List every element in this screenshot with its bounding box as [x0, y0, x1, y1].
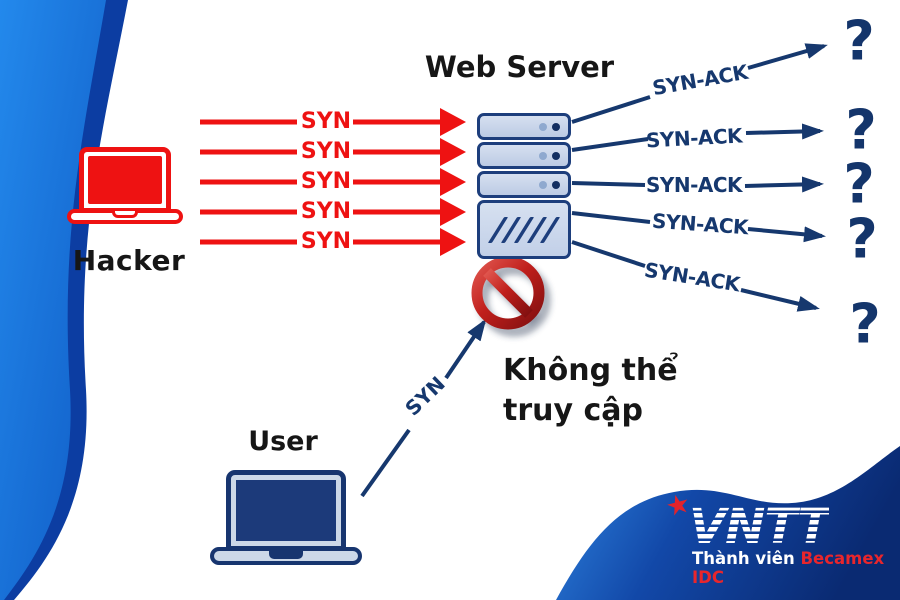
- web-server-title: Web Server: [424, 50, 615, 84]
- question-mark: ?: [843, 152, 875, 216]
- server-led-icon: [552, 122, 560, 131]
- syn-label: SYN: [300, 109, 352, 134]
- synack-label: SYN-ACK: [645, 173, 743, 197]
- server-led-icon: [552, 151, 560, 160]
- syn-label: SYN: [300, 139, 352, 164]
- server-led-icon: [539, 151, 547, 160]
- web-server-icon: [477, 113, 571, 259]
- question-mark: ?: [845, 98, 877, 162]
- server-led-icon: [552, 180, 560, 189]
- server-unit-3: [477, 171, 571, 198]
- server-led-icon: [539, 180, 547, 189]
- hacker-laptop-notch: [112, 211, 138, 218]
- bottom-right-wave-shape: [556, 446, 900, 600]
- user-syn-arrow: [360, 318, 487, 498]
- logo-tagline-brand: Becamex IDC: [692, 549, 885, 587]
- blocked-icon: [471, 256, 551, 337]
- hacker-laptop-display: [88, 156, 162, 204]
- logo-tagline: Thành viên Becamex IDC: [692, 549, 900, 587]
- hacker-label: Hacker: [72, 244, 186, 277]
- user-label: User: [248, 426, 318, 457]
- syn-label: SYN: [300, 229, 352, 254]
- server-unit-2: [477, 142, 571, 169]
- question-mark: ?: [846, 207, 878, 271]
- syn-label: SYN: [300, 199, 352, 224]
- server-unit-1: [477, 113, 571, 140]
- no-access-line2: truy cập: [503, 393, 643, 428]
- logo-wordmark: VNTT: [689, 499, 830, 555]
- user-laptop-icon: [210, 470, 362, 567]
- user-laptop-notch: [269, 551, 303, 559]
- user-laptop-display: [236, 480, 336, 541]
- no-access-text: Không thể truy cập: [503, 351, 678, 431]
- question-mark: ?: [843, 9, 875, 73]
- server-led-icon: [539, 122, 547, 131]
- hacker-laptop-icon: [67, 147, 183, 225]
- server-vent-unit: [477, 200, 571, 259]
- synack-arrows: [571, 43, 828, 312]
- no-access-line1: Không thể: [503, 353, 678, 388]
- question-mark: ?: [849, 292, 881, 356]
- user-laptop-screen: [226, 470, 346, 551]
- syn-label: SYN: [300, 169, 352, 194]
- logo-tagline-prefix: Thành viên: [692, 549, 801, 568]
- hacker-laptop-screen: [79, 147, 171, 213]
- syn-flood-arrows: [200, 108, 466, 256]
